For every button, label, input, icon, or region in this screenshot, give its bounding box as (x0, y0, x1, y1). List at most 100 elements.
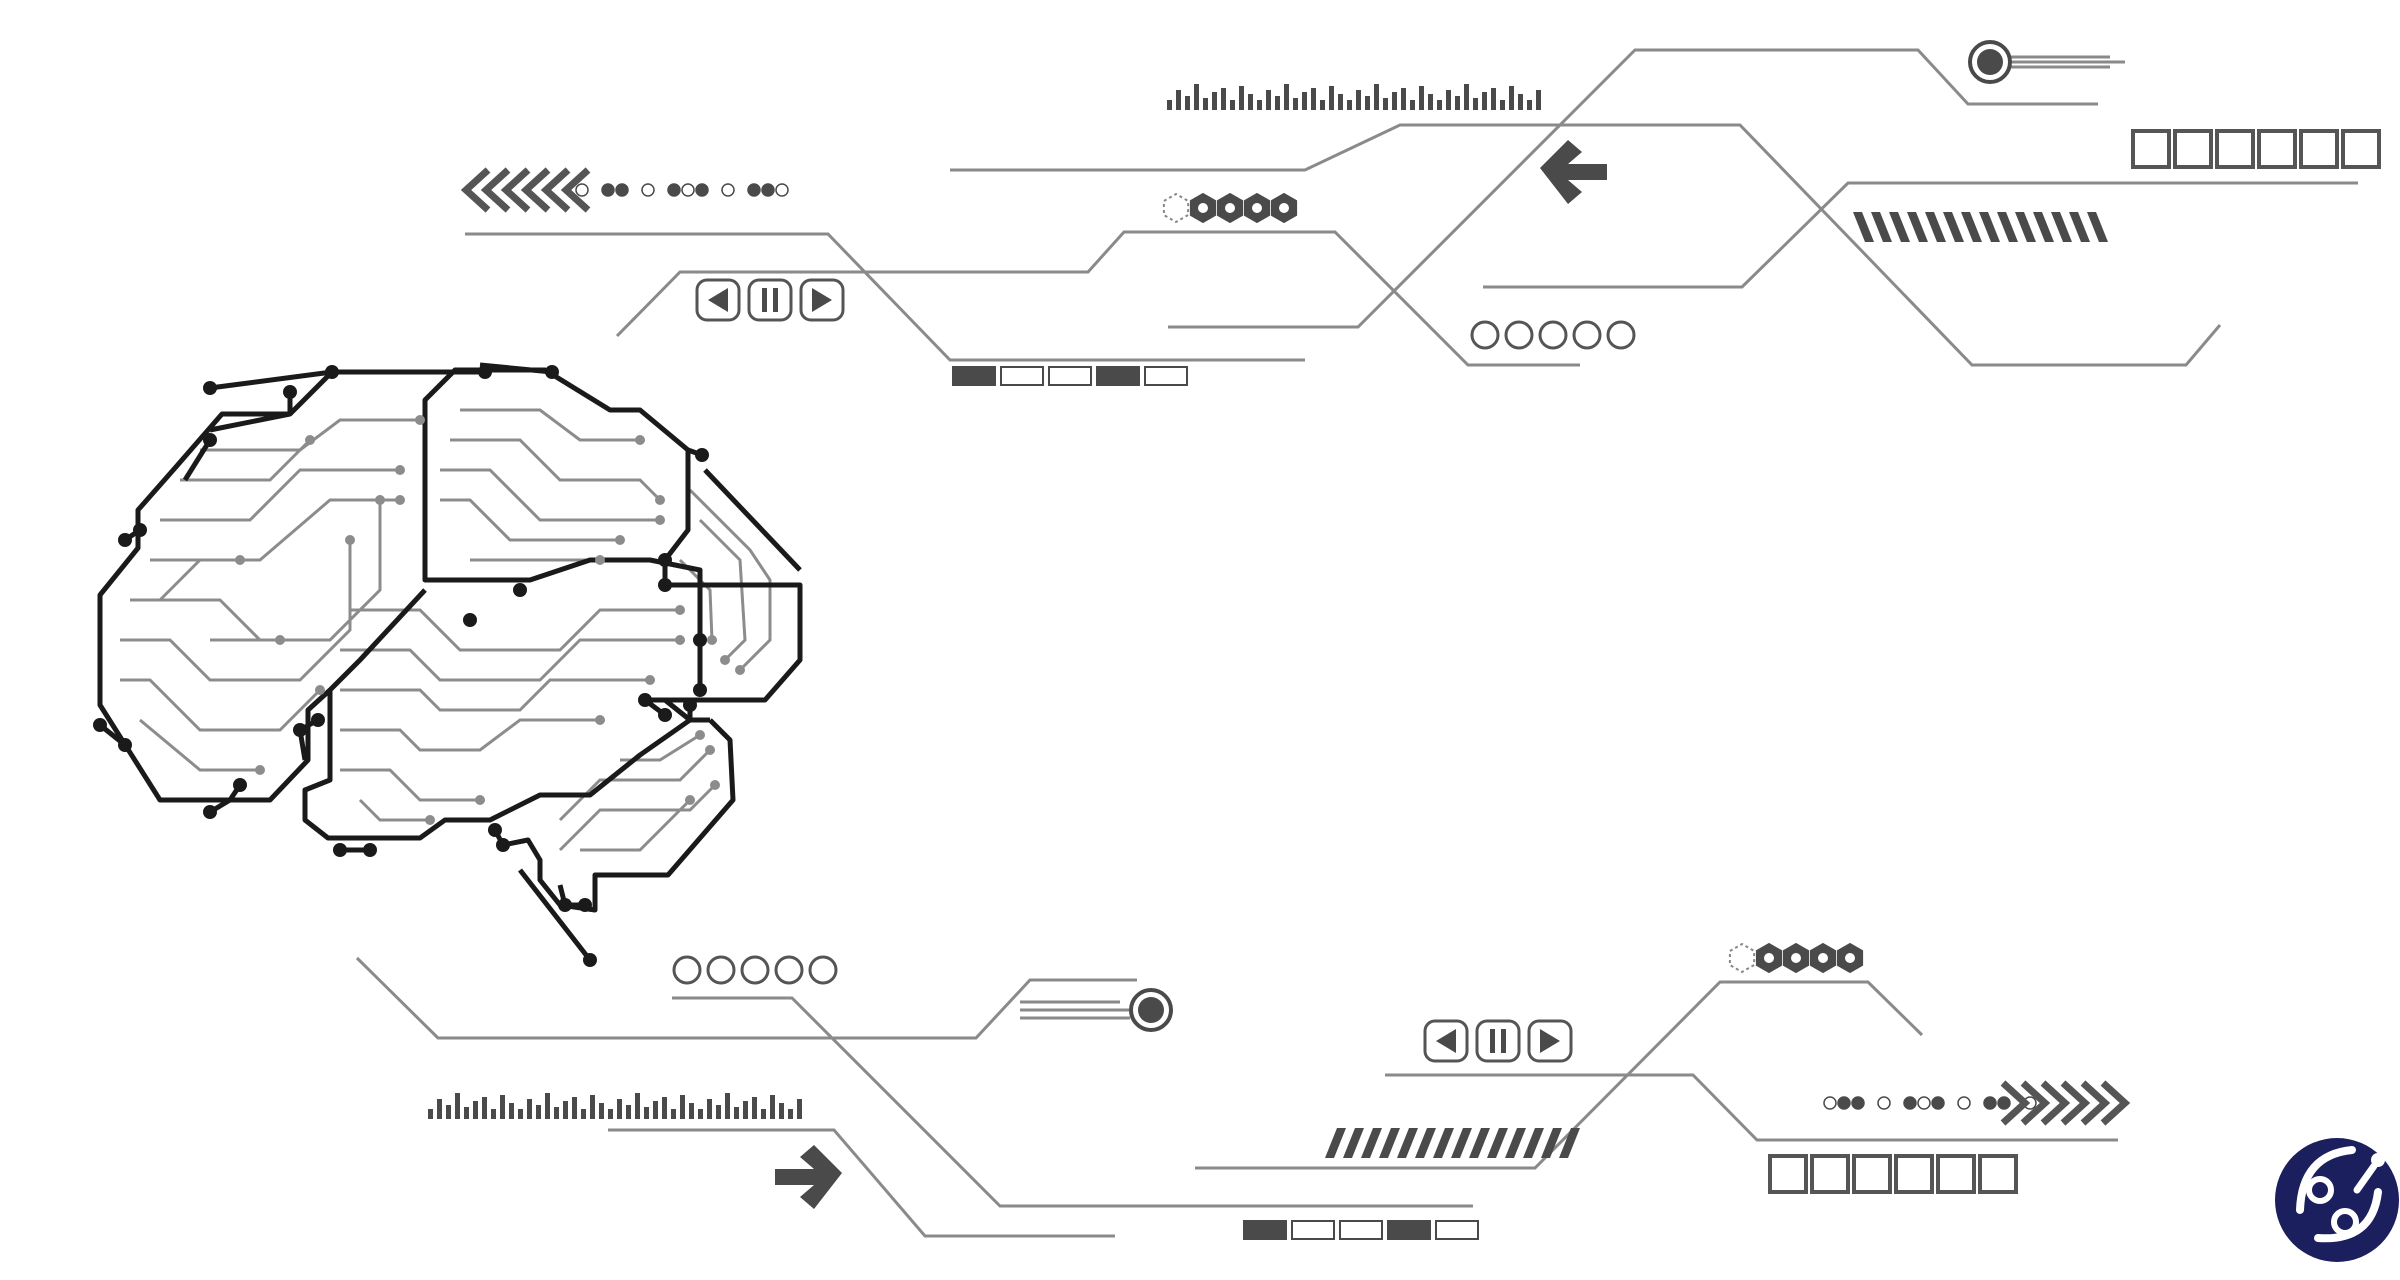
next-icon (812, 288, 832, 312)
stripe (1961, 212, 1982, 242)
segment (1000, 366, 1044, 386)
ring (1504, 320, 1534, 350)
barcode-bar (1482, 92, 1487, 110)
hexagon (1162, 192, 1190, 224)
trace-node (305, 435, 315, 445)
barcode-bar (761, 1109, 766, 1119)
barcode-bar (599, 1103, 604, 1119)
contour-node (478, 365, 492, 379)
barcode-bar (1401, 88, 1406, 110)
barcode-bar (1518, 94, 1523, 110)
trace-node (345, 535, 355, 545)
barcode-bar (617, 1099, 622, 1119)
contour-node (658, 708, 672, 722)
stripe (1541, 1128, 1562, 1158)
barcode-bar (1257, 100, 1262, 110)
barcode-bar (635, 1093, 640, 1119)
trace-node (655, 515, 665, 525)
barcode-bar (689, 1103, 694, 1119)
barcode-bar (1455, 96, 1460, 110)
stripe (1907, 212, 1928, 242)
trace-node (395, 495, 405, 505)
barcode-bar (1392, 92, 1397, 110)
trace-node (705, 745, 715, 755)
barcode-bar (1320, 100, 1325, 110)
contour-node (683, 698, 697, 712)
barcode-bar (608, 1109, 613, 1119)
square (2341, 129, 2381, 169)
chevrons-left-icon (460, 167, 591, 213)
brand-logo-icon (2275, 1138, 2399, 1262)
ring (1538, 320, 1568, 350)
square (1810, 1154, 1850, 1194)
contour-node (496, 838, 510, 852)
dot (641, 183, 655, 197)
barcode-bar (1248, 94, 1253, 110)
circuit-trace (120, 540, 352, 682)
segment-bar-top (952, 366, 1188, 386)
barcode-bar (671, 1109, 676, 1119)
trace-node (615, 535, 625, 545)
circuit-trace (440, 498, 620, 542)
stripe (1325, 1128, 1346, 1158)
hexagon-hole (1225, 203, 1235, 213)
stripe (1853, 212, 1874, 242)
contour-node (203, 433, 217, 447)
contour-node (203, 805, 217, 819)
contour-node (638, 693, 652, 707)
barcode-bar (1500, 100, 1505, 110)
dot (1957, 1096, 1971, 1110)
contour-node (693, 633, 707, 647)
barcode-bar (455, 1093, 460, 1119)
barcode-bar (743, 1101, 748, 1119)
contour-node (545, 365, 559, 379)
circuit-trace (580, 798, 692, 852)
square (2257, 129, 2297, 169)
stripe (1343, 1128, 1364, 1158)
trace-node (675, 635, 685, 645)
next-button[interactable] (1527, 1019, 1573, 1063)
previous-button[interactable] (695, 278, 741, 322)
next-icon (1540, 1029, 1560, 1053)
next-button[interactable] (799, 278, 845, 322)
square (2131, 129, 2171, 169)
contour-node (695, 448, 709, 462)
barcode-bar (698, 1109, 703, 1119)
dot (1983, 1096, 1997, 1110)
previous-button[interactable] (1423, 1019, 1469, 1063)
circuit-trace (120, 678, 322, 732)
media-controls-bottom[interactable] (1423, 1019, 1573, 1063)
barcode-bar (1275, 96, 1280, 110)
stripe (1523, 1128, 1544, 1158)
stripe-bar-bottom (1325, 1128, 1580, 1158)
contour-node (283, 385, 297, 399)
contour-node (203, 381, 217, 395)
contour-node (118, 533, 132, 547)
contour-node (658, 578, 672, 592)
trace-node (707, 635, 717, 645)
pause-button[interactable] (747, 278, 793, 322)
square (2215, 129, 2255, 169)
stripe (1943, 212, 1964, 242)
barcode-bar (1356, 90, 1361, 110)
segment (952, 366, 996, 386)
hexagon-hole (1845, 953, 1855, 963)
dot (775, 183, 789, 197)
barcode-bar (1491, 88, 1496, 110)
pause-button[interactable] (1475, 1019, 1521, 1063)
barcode-bar (1167, 100, 1172, 110)
contour-node (311, 713, 325, 727)
contour-node (488, 823, 502, 837)
barcode-bar (572, 1097, 577, 1119)
barcode-bar (554, 1107, 559, 1119)
barcode-bar (752, 1097, 757, 1119)
circuit-trace (558, 748, 712, 822)
dot (1877, 1096, 1891, 1110)
square-row-top (2131, 129, 2381, 169)
barcode-bar (491, 1109, 496, 1119)
stripe (1559, 1128, 1580, 1158)
stripe (2015, 212, 2036, 242)
pause-icon (1490, 1029, 1506, 1053)
barcode-bar (725, 1093, 730, 1119)
media-controls-top[interactable] (695, 278, 845, 322)
